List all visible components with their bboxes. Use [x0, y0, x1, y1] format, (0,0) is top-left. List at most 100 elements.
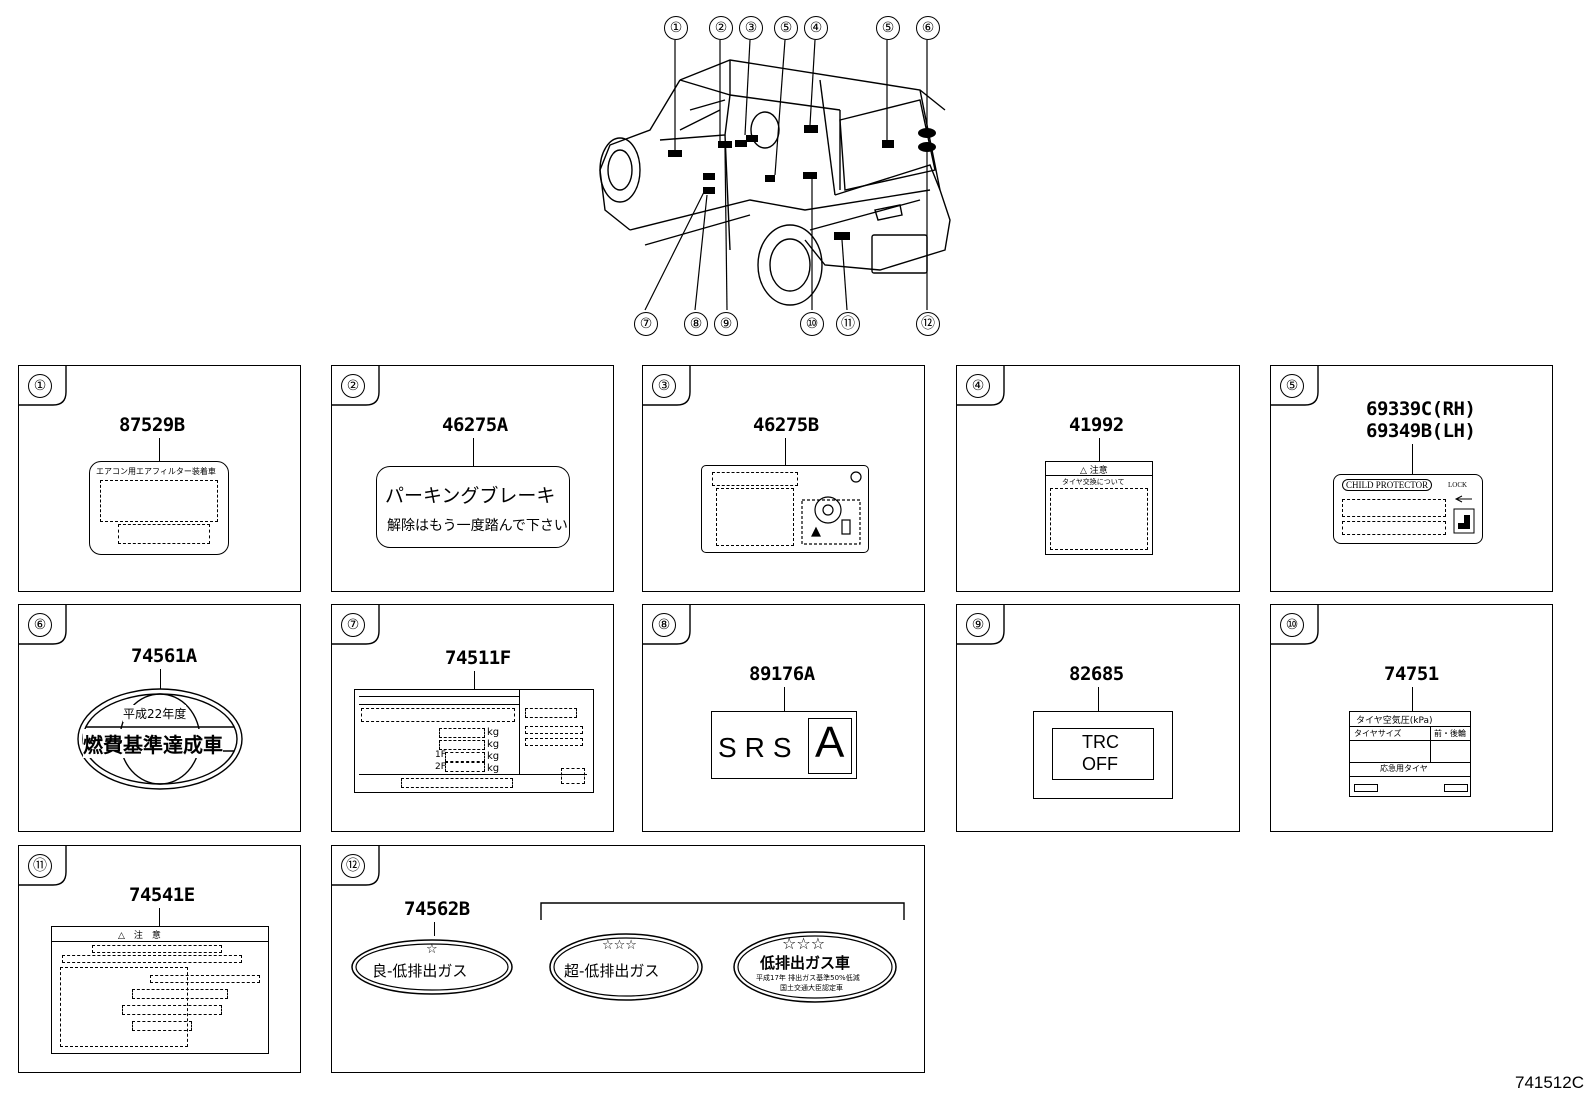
label-89176A: SRS A — [711, 711, 857, 779]
callout-5b: ⑤ — [876, 16, 900, 40]
part-number: 89176A — [749, 663, 815, 685]
panel-1: ① 87529B エアコン用エアフィルター装着車 — [18, 365, 301, 592]
part-number: 41992 — [1069, 414, 1124, 436]
panel-4: ④ 41992 △ 注意 タイヤ交換について — [956, 365, 1240, 592]
bracket-line — [540, 902, 905, 920]
caution-head: △ 注 意 — [118, 931, 161, 941]
callout-4: ④ — [804, 16, 828, 40]
callout-1: ① — [664, 16, 688, 40]
callout-11: ⑪ — [836, 312, 860, 336]
floor-1f: 1F — [435, 750, 446, 760]
panel-12: ⑫ 74562B ☆ 良-低排出ガス ☆☆☆ 超-低排出ガス ☆☆☆ 低排出ガス… — [331, 845, 925, 1073]
part-number: 82685 — [1069, 663, 1124, 685]
label-69339C: CHILD PROTECTOR LOCK — [1333, 474, 1483, 544]
panel-11: ⑪ 74541E △ 注 意 — [18, 845, 301, 1073]
emblem-line2: 燃費基準達成車 — [83, 729, 223, 758]
trc-text: TRC — [1082, 732, 1119, 752]
panel-tab: ⑦ — [331, 604, 381, 645]
emission-badge-3 — [733, 931, 897, 1003]
panel-tab: ② — [331, 365, 381, 406]
part-number: 74751 — [1384, 663, 1439, 685]
label-head: △ 注意 — [1080, 466, 1108, 476]
part-number: 87529B — [119, 414, 185, 436]
part-number-rh: 69339C(RH) — [1366, 398, 1476, 420]
emission-badge-2 — [549, 933, 703, 1001]
emission-text-1: 良-低排出ガス — [372, 962, 468, 980]
label-line1: パーキングブレーキ — [385, 485, 556, 507]
tire-pressure-head: タイヤ空気圧(kPa) — [1356, 716, 1433, 726]
label-text: エアコン用エアフィルター装着車 — [96, 467, 216, 476]
label-46275A: パーキングブレーキ 解除はもう一度踏んで下さい — [376, 466, 570, 548]
spare-tire-label: 応急用タイヤ — [1380, 764, 1428, 773]
panel-tab: ⑨ — [956, 604, 1006, 645]
srs-text: SRS — [718, 732, 800, 763]
star-1: ☆ — [426, 942, 438, 957]
label-line2: 解除はもう一度踏んで下さい — [387, 518, 568, 534]
lock-lever-icon — [1453, 495, 1475, 534]
emblem-line1: 平成22年度 — [123, 705, 187, 722]
kg-unit-3: kg — [487, 751, 500, 762]
panel-2: ② 46275A パーキングブレーキ 解除はもう一度踏んで下さい — [331, 365, 614, 592]
front-rear-label: 前・後輪 — [1434, 729, 1466, 738]
label-41992: △ 注意 タイヤ交換について — [1045, 461, 1153, 555]
panel-3: ③ 46275B — [642, 365, 925, 592]
label-child-protector: CHILD PROTECTOR — [1342, 479, 1433, 491]
panel-tab: ⑩ — [1270, 604, 1320, 645]
label-74511F: kg kg kg kg 1F 2F — [354, 689, 594, 793]
emission-text-3: 低排出ガス車 — [760, 954, 851, 972]
kg-unit-1: kg — [487, 727, 500, 738]
emission-text-3c: 国土交通大臣認定車 — [780, 984, 843, 992]
panel-tab: ① — [18, 365, 68, 406]
label-87529B: エアコン用エアフィルター装着車 — [89, 461, 229, 555]
off-text: OFF — [1082, 754, 1118, 774]
part-number: 74561A — [131, 645, 197, 667]
label-74541E: △ 注 意 — [51, 926, 269, 1054]
callout-2: ② — [709, 16, 733, 40]
kg-unit-4: kg — [487, 763, 500, 774]
callout-9: ⑨ — [714, 312, 738, 336]
star-2: ☆☆☆ — [602, 938, 637, 953]
star-3: ☆☆☆ — [782, 934, 826, 953]
callout-3: ③ — [739, 16, 763, 40]
panel-8: ⑧ 89176A SRS A — [642, 604, 925, 832]
vehicle-illustration — [599, 40, 951, 311]
srs-a-text: A — [815, 718, 845, 767]
part-number: 46275B — [753, 414, 819, 436]
panel-6: ⑥ 74561A 平成22年度 燃費基準達成車 — [18, 604, 301, 832]
panel-9: ⑨ 82685 TRC OFF — [956, 604, 1240, 832]
emission-text-2: 超-低排出ガス — [564, 962, 660, 980]
part-number: 74562B — [404, 898, 470, 920]
panel-tab: ⑧ — [642, 604, 692, 645]
callout-7: ⑦ — [634, 312, 658, 336]
part-number: 74541E — [129, 884, 195, 906]
steering-wheel-icon — [801, 471, 862, 545]
part-number: 46275A — [442, 414, 508, 436]
panel-tab: ④ — [956, 365, 1006, 406]
emission-text-3b: 平成17年 排出ガス基準50%低減 — [756, 974, 860, 982]
part-number: 74511F — [445, 647, 511, 669]
drawing-code: 741512C — [1514, 1073, 1584, 1092]
label-lock: LOCK — [1448, 481, 1468, 489]
label-74751: タイヤ空気圧(kPa) タイヤサイズ 前・後輪 応急用タイヤ — [1349, 711, 1471, 797]
tire-size-label: タイヤサイズ — [1354, 729, 1402, 738]
emission-badge-1 — [351, 939, 513, 995]
panel-tab: ⑪ — [18, 845, 68, 886]
floor-2f: 2F — [435, 762, 446, 772]
callout-10: ⑩ — [800, 312, 824, 336]
kg-unit-2: kg — [487, 739, 500, 750]
label-82685: TRC OFF — [1033, 711, 1173, 799]
callout-6: ⑥ — [916, 16, 940, 40]
panel-tab: ⑤ — [1270, 365, 1320, 406]
panel-tab: ③ — [642, 365, 692, 406]
panel-10: ⑩ 74751 タイヤ空気圧(kPa) タイヤサイズ 前・後輪 応急用タイヤ — [1270, 604, 1553, 832]
callout-8: ⑧ — [684, 312, 708, 336]
panel-5: ⑤ 69339C(RH) 69349B(LH) CHILD PROTECTOR … — [1270, 365, 1553, 592]
panel-tab: ⑥ — [18, 604, 68, 645]
panel-tab: ⑫ — [331, 845, 381, 886]
callout-5a: ⑤ — [774, 16, 798, 40]
callout-12: ⑫ — [916, 312, 940, 336]
label-sub: タイヤ交換について — [1062, 478, 1125, 486]
label-46275B — [701, 465, 869, 553]
part-number-lh: 69349B(LH) — [1366, 420, 1476, 442]
panel-7: ⑦ 74511F kg kg kg kg 1F 2F — [331, 604, 614, 832]
